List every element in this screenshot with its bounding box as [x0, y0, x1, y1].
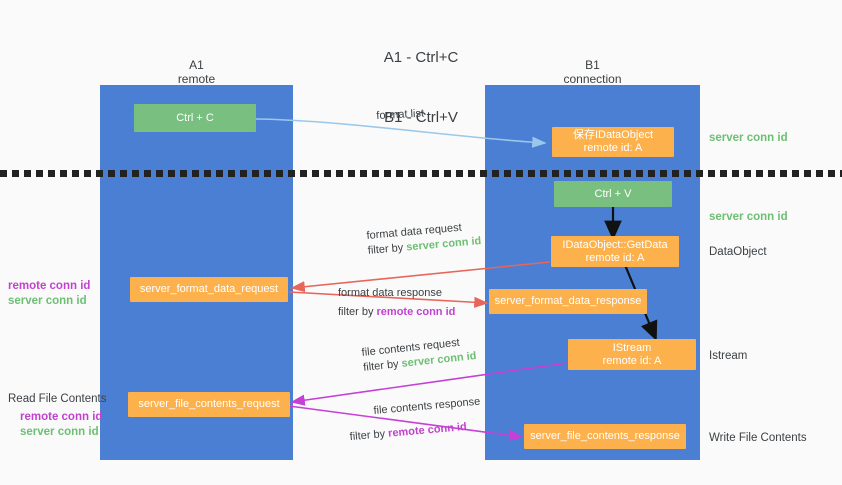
- edge-label-format-list: format list: [376, 107, 424, 124]
- column-header-b1: B1 connection: [485, 58, 700, 86]
- box-save-idataobject-line1: 保存IDataObject: [572, 129, 654, 141]
- phase-separator-dashed-line: [0, 170, 842, 177]
- label-server-conn-id-1: server conn id: [8, 295, 87, 307]
- box-istream-line2: remote id: A: [602, 354, 662, 367]
- edge-label-format-data-response-line2: filter by remote conn id: [338, 305, 455, 320]
- edge-label-format-data-response: format data response filter by remote co…: [338, 286, 455, 320]
- label-write-file-contents: Write File Contents: [709, 432, 807, 444]
- box-istream-line1: IStream: [612, 341, 652, 354]
- label-remote-conn-id-2: remote conn id: [20, 411, 103, 423]
- box-getdata-line2: remote id: A: [585, 251, 645, 264]
- column-header-b1-name: B1: [585, 58, 600, 72]
- edge-label-file-contents-response-line1: file contents response: [373, 395, 481, 417]
- edge-label-file-contents-response: file contents response filter by remote …: [349, 395, 483, 443]
- box-server-format-data-response-label: server_format_data_response: [494, 295, 642, 307]
- box-getdata-line1: IDataObject::GetData: [562, 238, 668, 251]
- box-server-format-data-response[interactable]: server_format_data_response: [489, 289, 647, 314]
- box-server-format-data-request[interactable]: server_format_data_request: [130, 277, 288, 302]
- label-read-file-contents: Read File Contents: [8, 393, 107, 405]
- box-ctrl-v-label: Ctrl + V: [594, 187, 632, 200]
- box-istream[interactable]: IStream remote id: A: [568, 339, 696, 370]
- label-remote-conn-id-1: remote conn id: [8, 280, 91, 292]
- edge-label-format-list-text: format list: [376, 107, 425, 122]
- edge-label-format-data-response-line1: format data response: [338, 287, 442, 299]
- edge-filter-prefix-fdreq: filter by: [367, 241, 407, 257]
- box-server-format-data-request-label: server_format_data_request: [139, 283, 279, 295]
- box-save-idataobject[interactable]: 保存IDataObject remote id: A: [552, 127, 674, 157]
- edge-filter-prefix-fdres: filter by: [338, 306, 377, 318]
- edge-filter-prefix-fcres: filter by: [349, 427, 389, 444]
- edge-label-file-contents-response-line2: filter by remote conn id: [349, 419, 483, 446]
- label-dataobject: DataObject: [709, 246, 767, 258]
- label-istream: Istream: [709, 350, 748, 362]
- label-server-conn-id-mid: server conn id: [709, 211, 788, 223]
- title-line-1: A1 - Ctrl+C: [383, 49, 459, 66]
- box-save-idataobject-line2: remote id: A: [583, 142, 643, 154]
- edge-filter-key-fcres: remote conn id: [387, 420, 468, 440]
- edge-filter-key-fdres: remote conn id: [376, 306, 456, 318]
- box-ctrl-c[interactable]: Ctrl + C: [134, 104, 256, 132]
- box-server-file-contents-request-label: server_file_contents_request: [138, 398, 280, 410]
- label-server-conn-id-2: server conn id: [20, 426, 99, 438]
- edge-label-format-data-request: format data request filter by server con…: [366, 219, 482, 259]
- box-server-file-contents-request[interactable]: server_file_contents_request: [128, 392, 290, 417]
- box-ctrl-v[interactable]: Ctrl + V: [554, 181, 672, 207]
- label-server-conn-id-top: server conn id: [709, 132, 788, 144]
- box-server-file-contents-response-label: server_file_contents_response: [530, 430, 680, 442]
- column-header-a1-sub: remote: [177, 72, 216, 86]
- column-header-a1-name: A1: [189, 58, 204, 72]
- edge-label-file-contents-request: file contents request filter by server c…: [361, 334, 477, 376]
- label-conn-id-stack-file: remote conn id server conn id: [20, 410, 102, 440]
- column-header-a1: A1 remote: [100, 58, 293, 86]
- column-header-b1-sub: connection: [563, 72, 622, 86]
- box-ctrl-c-label: Ctrl + C: [176, 111, 214, 124]
- box-server-file-contents-response[interactable]: server_file_contents_response: [524, 424, 686, 449]
- edge-filter-prefix-fcreq: filter by: [362, 357, 403, 374]
- box-idataobject-getdata[interactable]: IDataObject::GetData remote id: A: [551, 236, 679, 267]
- label-conn-id-stack-format: remote conn id server conn id: [8, 279, 90, 309]
